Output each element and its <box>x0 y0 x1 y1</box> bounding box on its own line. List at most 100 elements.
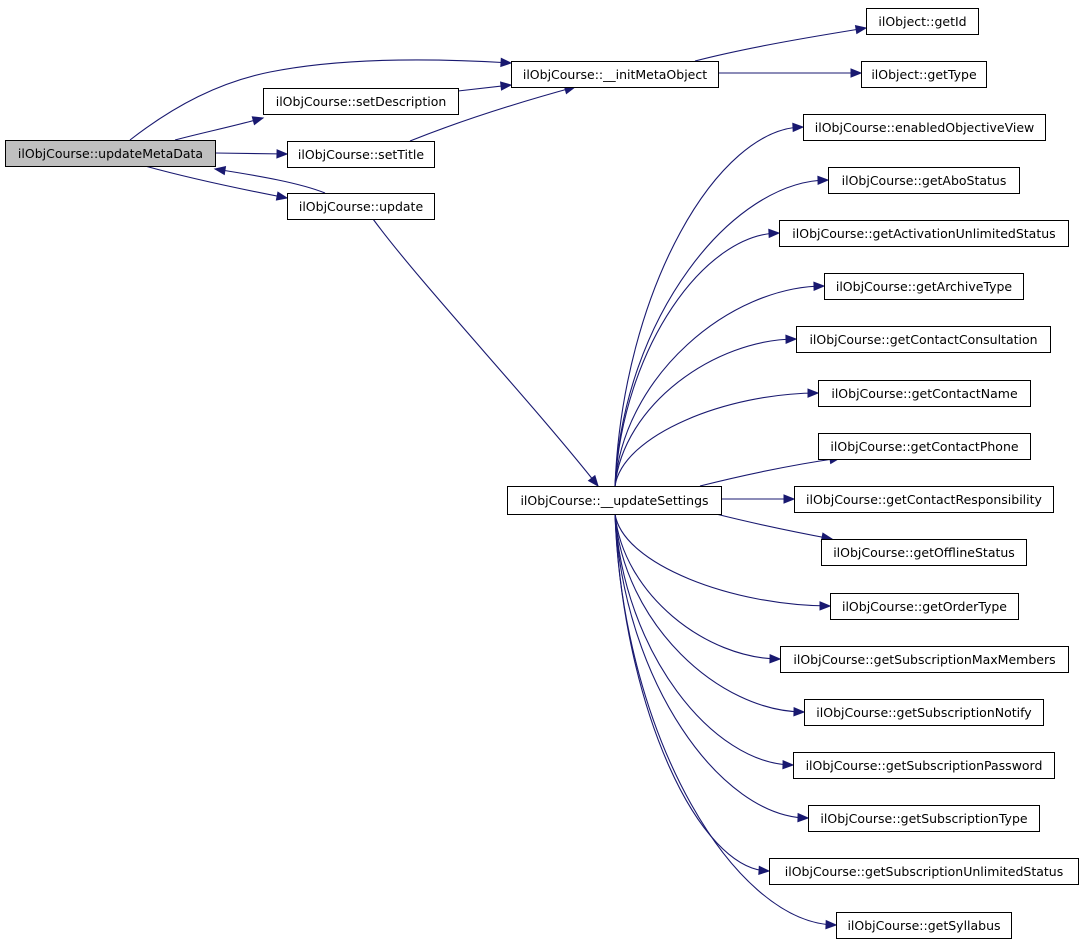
node-label: ilObjCourse::getSubscriptionPassword <box>806 758 1043 773</box>
node-updateSettings[interactable]: ilObjCourse::__updateSettings <box>507 486 722 515</box>
edge-line <box>614 126 804 487</box>
node-getOfflineStatus[interactable]: ilObjCourse::getOfflineStatus <box>821 539 1027 566</box>
node-box <box>796 326 1051 353</box>
node-getType[interactable]: ilObject::getType <box>861 61 987 88</box>
node-label: ilObjCourse::getSubscriptionNotify <box>816 705 1032 720</box>
node-label: ilObjCourse::getArchiveType <box>836 279 1013 294</box>
edge-updateMetaData-to-setTitle <box>214 149 289 159</box>
edge-updateSettings-to-getOrderType <box>614 513 832 611</box>
node-box <box>818 380 1031 407</box>
edge-updateMetaData-to-initMetaObject <box>129 57 513 141</box>
edge-updateSettings-to-getOfflineStatus <box>715 513 834 542</box>
edge-updateSettings-to-getSyllabus <box>614 513 838 930</box>
edge-updateSettings-to-getSubscriptionMaxMembers <box>614 513 782 664</box>
edge-line <box>614 513 831 607</box>
edge-updateSettings-to-getArchiveType <box>614 281 826 487</box>
arrowhead <box>854 24 868 35</box>
node-box <box>830 593 1019 620</box>
node-getOrderType[interactable]: ilObjCourse::getOrderType <box>830 593 1019 620</box>
edge-line <box>614 513 770 872</box>
node-getActivationUnlimitedStatus[interactable]: ilObjCourse::getActivationUnlimitedStatu… <box>779 220 1069 247</box>
node-getSubscriptionType[interactable]: ilObjCourse::getSubscriptionType <box>808 805 1040 832</box>
node-label: ilObjCourse::getOfflineStatus <box>833 545 1015 560</box>
edge-line <box>694 27 867 62</box>
arrowhead <box>213 165 227 176</box>
edge-updateSettings-to-getSubscriptionUnlimitedStatus <box>614 513 771 876</box>
arrowhead <box>797 812 810 823</box>
call-edges <box>129 24 868 930</box>
node-getSubscriptionPassword[interactable]: ilObjCourse::getSubscriptionPassword <box>793 752 1055 779</box>
node-box <box>287 141 435 168</box>
arrowhead <box>792 122 805 133</box>
node-box <box>861 61 987 88</box>
node-box <box>263 88 459 115</box>
edge-updateSettings-to-getActivationUnlimitedStatus <box>614 228 781 487</box>
arrowhead <box>782 759 795 770</box>
edge-line <box>699 457 841 487</box>
node-getId[interactable]: ilObject::getId <box>866 8 979 35</box>
arrowhead <box>819 601 832 611</box>
node-box <box>5 140 216 167</box>
node-getAboStatus[interactable]: ilObjCourse::getAboStatus <box>828 167 1020 194</box>
node-label: ilObjCourse::setDescription <box>276 94 447 109</box>
edge-line <box>174 117 264 141</box>
node-box <box>808 805 1040 832</box>
call-nodes: ilObjCourse::updateMetaDatailObjCourse::… <box>5 8 1079 939</box>
edge-line <box>614 179 829 487</box>
node-box <box>794 486 1054 513</box>
arrowhead <box>825 919 838 930</box>
node-label: ilObjCourse::setTitle <box>298 147 424 162</box>
arrowhead <box>276 149 289 159</box>
node-getContactResponsibility[interactable]: ilObjCourse::getContactResponsibility <box>794 486 1054 513</box>
node-getContactConsultation[interactable]: ilObjCourse::getContactConsultation <box>796 326 1051 353</box>
edge-line <box>614 513 837 926</box>
node-getSubscriptionNotify[interactable]: ilObjCourse::getSubscriptionNotify <box>804 699 1044 726</box>
node-box <box>821 539 1027 566</box>
node-label: ilObjCourse::getSubscriptionUnlimitedSta… <box>785 864 1063 879</box>
node-box <box>780 646 1069 673</box>
node-initMetaObject[interactable]: ilObjCourse::__initMetaObject <box>511 61 719 88</box>
node-label: ilObjCourse::getSubscriptionMaxMembers <box>793 652 1055 667</box>
node-updateMetaData[interactable]: ilObjCourse::updateMetaData <box>5 140 216 167</box>
arrowhead <box>587 474 599 488</box>
node-setDescription[interactable]: ilObjCourse::setDescription <box>263 88 459 115</box>
node-label: ilObjCourse::getAboStatus <box>842 173 1007 188</box>
node-box <box>507 486 722 515</box>
node-label: ilObjCourse::getActivationUnlimitedStatu… <box>792 226 1055 241</box>
arrowhead <box>768 228 781 239</box>
node-box <box>818 433 1031 460</box>
arrowhead <box>813 281 826 291</box>
edge-updateSettings-to-getSubscriptionType <box>614 513 810 823</box>
edge-line <box>614 392 819 487</box>
node-update[interactable]: ilObjCourse::update <box>287 193 435 220</box>
arrowhead <box>807 388 820 398</box>
node-enabledObjectiveView[interactable]: ilObjCourse::enabledObjectiveView <box>803 114 1046 141</box>
edge-updateMetaData-to-setDescription <box>174 116 265 141</box>
node-label: ilObjCourse::getSubscriptionType <box>820 811 1027 826</box>
node-label: ilObjCourse::getContactConsultation <box>809 332 1037 347</box>
node-getSubscriptionMaxMembers[interactable]: ilObjCourse::getSubscriptionMaxMembers <box>780 646 1069 673</box>
edge-line <box>614 513 809 819</box>
node-label: ilObjCourse::getContactPhone <box>830 439 1018 454</box>
node-box <box>836 912 1012 939</box>
node-getSubscriptionUnlimitedStatus[interactable]: ilObjCourse::getSubscriptionUnlimitedSta… <box>769 858 1079 885</box>
edge-updateSettings-to-enabledObjectiveView <box>614 122 805 487</box>
edge-updateSettings-to-getSubscriptionNotify <box>614 513 806 717</box>
edge-line <box>614 285 825 487</box>
edge-updateSettings-to-getContactName <box>614 388 820 487</box>
arrowhead <box>783 494 796 504</box>
node-label: ilObjCourse::getSyllabus <box>847 918 1000 933</box>
arrowhead <box>793 707 806 717</box>
edge-updateSettings-to-getContactPhone <box>699 454 842 487</box>
node-setTitle[interactable]: ilObjCourse::setTitle <box>287 141 435 168</box>
edge-line <box>214 152 288 155</box>
edge-updateSettings-to-getAboStatus <box>614 175 830 487</box>
node-getArchiveType[interactable]: ilObjCourse::getArchiveType <box>824 273 1024 300</box>
node-getContactName[interactable]: ilObjCourse::getContactName <box>818 380 1031 407</box>
node-getContactPhone[interactable]: ilObjCourse::getContactPhone <box>818 433 1031 460</box>
edge-updateSettings-to-getSubscriptionPassword <box>614 513 795 770</box>
node-getSyllabus[interactable]: ilObjCourse::getSyllabus <box>836 912 1012 939</box>
arrowhead <box>500 57 513 68</box>
arrowhead <box>275 191 289 201</box>
